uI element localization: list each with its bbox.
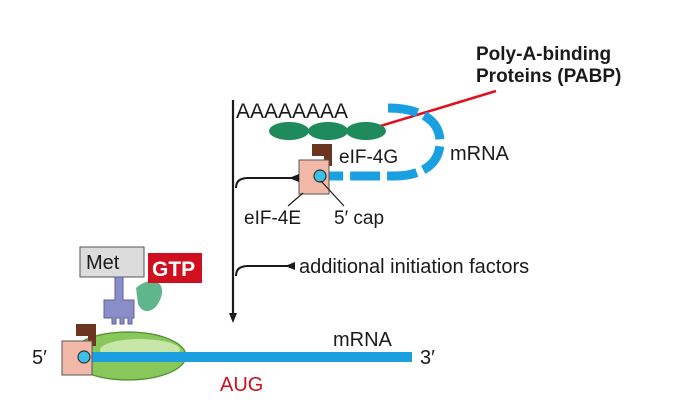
met-box	[79, 246, 145, 278]
eif4e-label: eIF-4E	[244, 208, 301, 229]
pabp-label-line2: Proteins (PABP)	[476, 66, 621, 87]
pabp-protein	[346, 122, 386, 140]
five-prime-cap	[313, 169, 327, 183]
mrna-label-top: mRNA	[450, 143, 510, 165]
additional-factors-label: additional initiation factors	[299, 256, 529, 278]
cap-leader	[320, 180, 345, 207]
eif4e-leader	[287, 192, 304, 207]
gtp-box	[148, 253, 202, 283]
met-label: Met	[86, 252, 120, 274]
initiator-trna	[103, 276, 135, 325]
mrna-label-bottom: mRNA	[333, 329, 393, 351]
initiation-factor-eif2	[136, 280, 163, 312]
pabp-protein	[308, 122, 348, 140]
aug-codon-label: AUG	[220, 374, 263, 396]
three-prime-label: 3′	[420, 347, 435, 369]
five-prime-cap-lower	[77, 350, 91, 364]
additional-factors-arrow	[235, 262, 295, 277]
pabp-protein	[269, 122, 309, 140]
pabp-pointer-arrow	[358, 89, 497, 135]
five-prime-label: 5′	[32, 347, 47, 369]
poly-a-tail: AAAAAAAA	[236, 100, 348, 123]
mrna-loop-top	[320, 103, 445, 181]
pabp-label-line1: Poly-A-binding	[476, 44, 611, 65]
eif4e-release-arrow	[235, 174, 299, 189]
eif4g-label: eIF-4G	[339, 147, 398, 168]
gtp-label: GTP	[152, 258, 195, 281]
cap-label: 5′ cap	[334, 208, 384, 229]
